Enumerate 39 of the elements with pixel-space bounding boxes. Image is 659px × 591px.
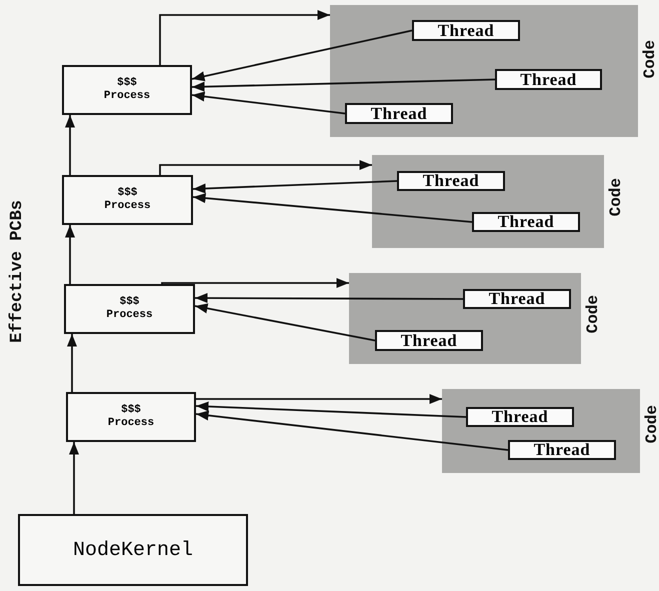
- arrow: [64, 225, 76, 284]
- arrow: [64, 115, 76, 175]
- arrow: [192, 30, 412, 82]
- kernel-box: NodeKernel: [18, 514, 248, 586]
- arrow: [195, 293, 463, 304]
- arrow: [194, 303, 376, 342]
- region-caption: Code: [584, 295, 602, 334]
- thread-box: Thread: [412, 20, 520, 41]
- thread-box: Thread: [495, 69, 602, 90]
- code-region: [372, 155, 604, 248]
- arrow: [196, 410, 508, 451]
- arrow: [159, 160, 372, 175]
- region-caption: Code: [641, 40, 659, 78]
- thread-box: Thread: [472, 212, 580, 232]
- arrow: [161, 278, 349, 288]
- region-caption: Code: [607, 178, 625, 216]
- thread-box: Thread: [463, 289, 571, 309]
- code-region: [330, 5, 638, 137]
- arrow: [192, 180, 398, 194]
- thread-box: Thread: [508, 440, 616, 460]
- arrow: [192, 78, 496, 92]
- arrow: [159, 10, 330, 65]
- process-box: $$$ Process: [62, 65, 192, 115]
- arrow: [196, 401, 466, 418]
- axis-caption: Effective PCBs: [8, 200, 27, 343]
- process-box: $$$ Process: [64, 284, 195, 334]
- region-caption: Code: [643, 405, 659, 444]
- code-region: [442, 389, 640, 473]
- process-box: $$$ Process: [62, 175, 193, 225]
- thread-box: Thread: [466, 407, 574, 427]
- arrow: [196, 394, 442, 404]
- thread-box: Thread: [397, 171, 505, 191]
- code-region: [349, 273, 581, 364]
- arrow: [66, 334, 78, 392]
- arrow: [192, 193, 472, 223]
- thread-box: Thread: [345, 103, 453, 124]
- thread-box: Thread: [375, 330, 483, 351]
- arrow: [68, 442, 80, 514]
- process-box: $$$ Process: [66, 392, 196, 442]
